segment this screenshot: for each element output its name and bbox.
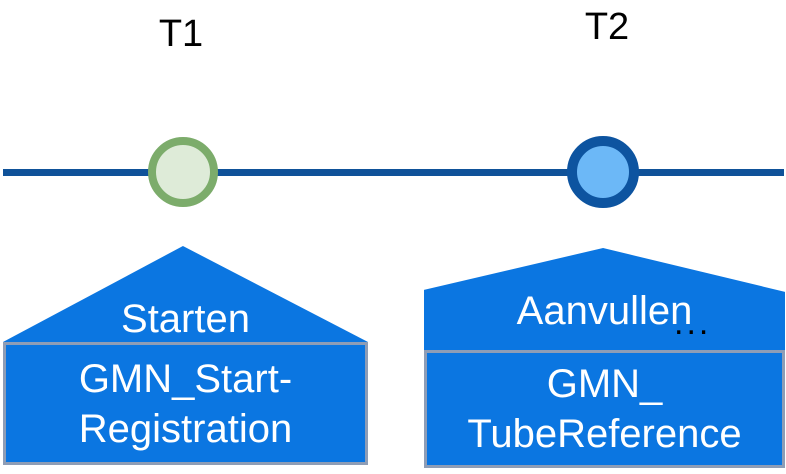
callout-box-t2-line2: TubeReference [467, 412, 742, 456]
callout-roof-t1: Starten [3, 246, 368, 342]
milestone-marker-t1 [148, 137, 218, 207]
callout-box-t2: GMN_ TubeReference [424, 350, 785, 468]
callout-box-t1-line2: Registration [78, 406, 293, 451]
time-label-t2: T2 [584, 6, 630, 48]
callout-label-aanvullen: Aanvullen [516, 289, 693, 333]
callout-box-t2-line1: GMN_ [546, 362, 663, 406]
callout-label-starten: Starten [121, 297, 250, 341]
timeline-line [3, 169, 784, 176]
time-label-t1: T1 [158, 13, 204, 55]
ellipsis-text: ... [674, 304, 712, 342]
callout-box-t1: GMN_Start- Registration [3, 342, 368, 465]
callout-roof-t2: Aanvullen ... [424, 248, 785, 350]
milestone-marker-t2 [567, 136, 639, 208]
callout-box-t1-line1: GMN_Start- [78, 356, 293, 401]
